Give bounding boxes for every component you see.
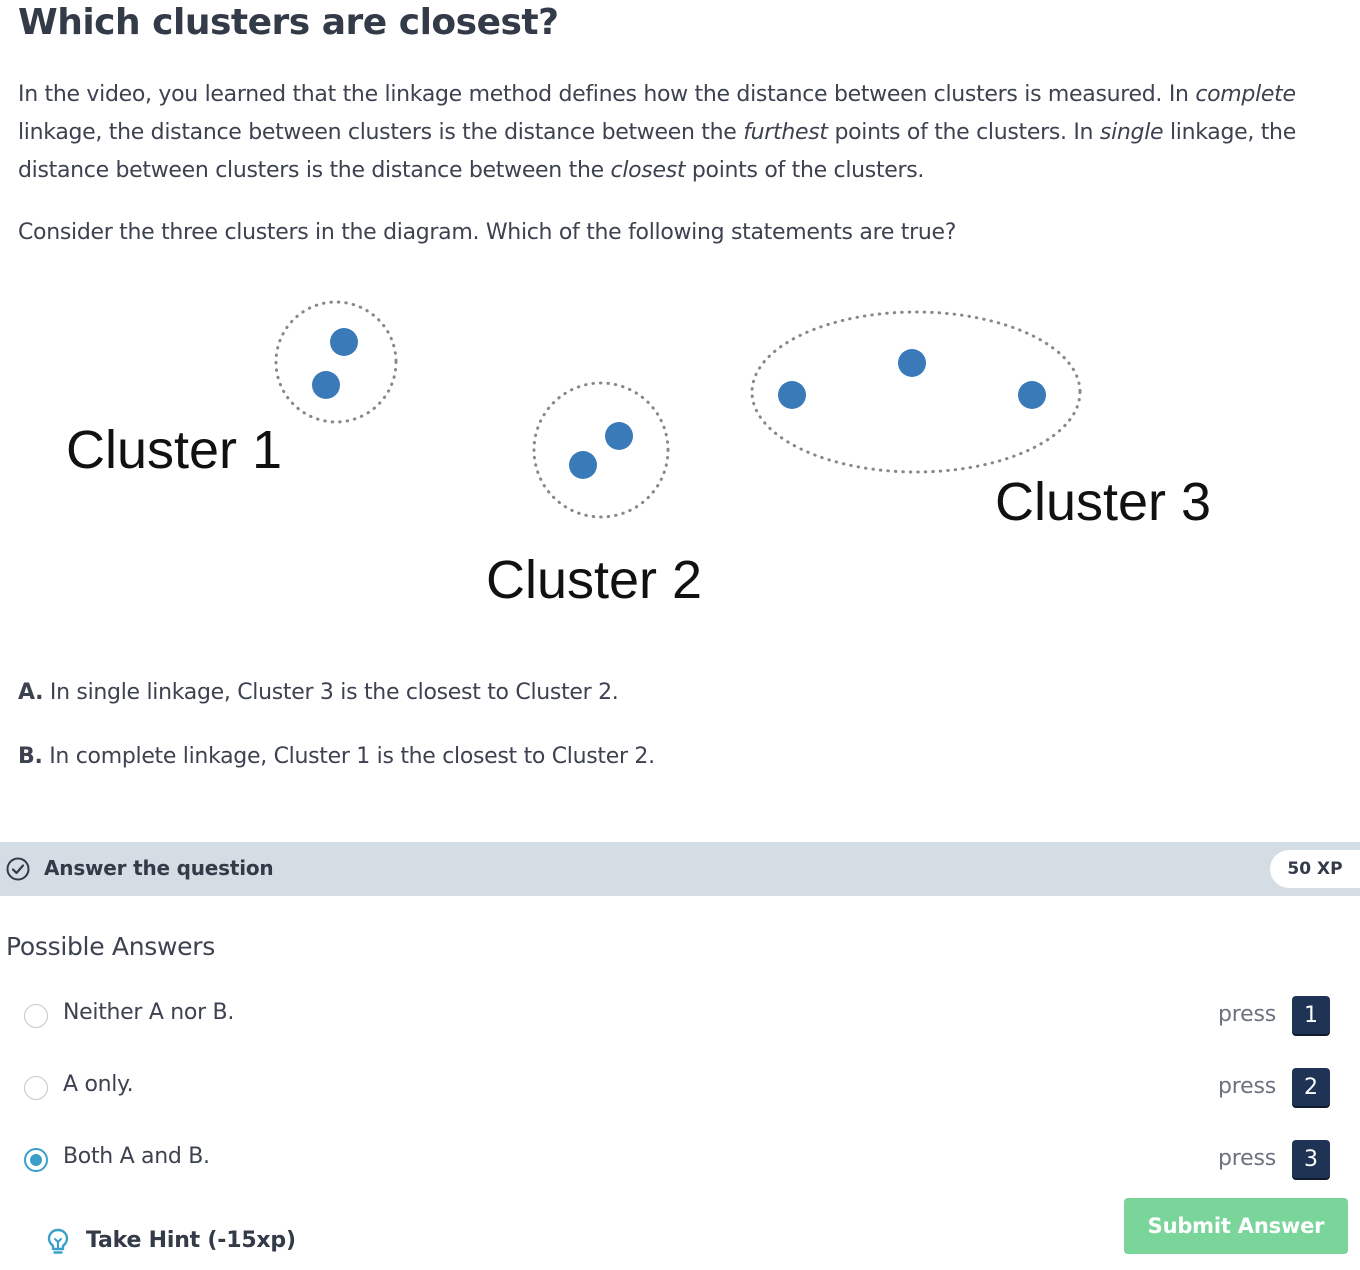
intro-emphasis: furthest bbox=[743, 120, 828, 145]
cluster-2-point bbox=[605, 422, 633, 450]
statement-b: B. In complete linkage, Cluster 1 is the… bbox=[18, 744, 655, 769]
statement-b-text: In complete linkage, Cluster 1 is the cl… bbox=[42, 744, 655, 769]
intro-text: In the video, you learned that the linka… bbox=[18, 82, 1196, 107]
statement-a-text: In single linkage, Cluster 3 is the clos… bbox=[43, 680, 619, 705]
cluster-1-outline bbox=[274, 300, 398, 424]
cluster-3-point bbox=[1018, 381, 1046, 409]
radio-button[interactable] bbox=[24, 1004, 48, 1028]
check-circle-icon bbox=[6, 857, 30, 881]
press-label: press bbox=[1218, 1146, 1276, 1171]
cluster-1-label: Cluster 1 bbox=[66, 420, 282, 480]
intro-emphasis: closest bbox=[610, 158, 686, 183]
cluster-3-outline bbox=[750, 310, 1082, 474]
exercise-title: Which clusters are closest? bbox=[18, 2, 559, 43]
press-label: press bbox=[1218, 1002, 1276, 1027]
statement-a: A. In single linkage, Cluster 3 is the c… bbox=[18, 680, 619, 705]
lightbulb-icon bbox=[47, 1228, 69, 1254]
intro-emphasis: complete bbox=[1195, 82, 1296, 107]
cluster-2-point bbox=[569, 451, 597, 479]
xp-badge: 50 XP bbox=[1270, 850, 1360, 888]
statement-b-prefix: B. bbox=[18, 744, 43, 769]
exercise-intro: In the video, you learned that the linka… bbox=[18, 76, 1338, 190]
intro-text: linkage, the distance between clusters i… bbox=[18, 120, 744, 145]
keyboard-shortcut-key: 3 bbox=[1292, 1140, 1330, 1178]
answer-question-label: Answer the question bbox=[44, 856, 274, 880]
cluster-1-point bbox=[312, 371, 340, 399]
cluster-1-point bbox=[330, 328, 358, 356]
keyboard-shortcut-key: 2 bbox=[1292, 1068, 1330, 1106]
possible-answers-title: Possible Answers bbox=[6, 932, 215, 961]
cluster-3-point bbox=[898, 349, 926, 377]
intro-text: points of the clusters. In bbox=[827, 120, 1100, 145]
take-hint-label[interactable]: Take Hint (-15xp) bbox=[86, 1228, 296, 1253]
intro-text: points of the clusters. bbox=[685, 158, 925, 183]
cluster-3-label: Cluster 3 bbox=[995, 472, 1211, 532]
answer-option-label[interactable]: Both A and B. bbox=[63, 1144, 210, 1169]
press-label: press bbox=[1218, 1074, 1276, 1099]
answer-option-a-only[interactable]: A only. press 2 bbox=[0, 1068, 1360, 1112]
submit-answer-button[interactable]: Submit Answer bbox=[1124, 1198, 1348, 1254]
answer-option-neither[interactable]: Neither A nor B. press 1 bbox=[0, 996, 1360, 1040]
cluster-diagram: Cluster 1 Cluster 2 Cluster 3 bbox=[66, 300, 1211, 610]
cluster-2-outline bbox=[532, 381, 670, 519]
answer-option-label[interactable]: Neither A nor B. bbox=[63, 1000, 235, 1025]
radio-button-selected[interactable] bbox=[24, 1148, 48, 1172]
cluster-2-label: Cluster 2 bbox=[486, 550, 702, 610]
answer-option-both[interactable]: Both A and B. press 3 bbox=[0, 1140, 1360, 1184]
answer-option-label[interactable]: A only. bbox=[63, 1072, 134, 1097]
keyboard-shortcut-key: 1 bbox=[1292, 996, 1330, 1034]
intro-text: linkage, the distance between clusters i… bbox=[18, 120, 1296, 183]
answer-bar: Answer the question 50 XP bbox=[0, 842, 1360, 896]
intro-emphasis: single bbox=[1099, 120, 1164, 145]
radio-button[interactable] bbox=[24, 1076, 48, 1100]
exercise-prompt: Consider the three clusters in the diagr… bbox=[18, 220, 957, 245]
statement-a-prefix: A. bbox=[18, 680, 44, 705]
cluster-3-point bbox=[778, 381, 806, 409]
